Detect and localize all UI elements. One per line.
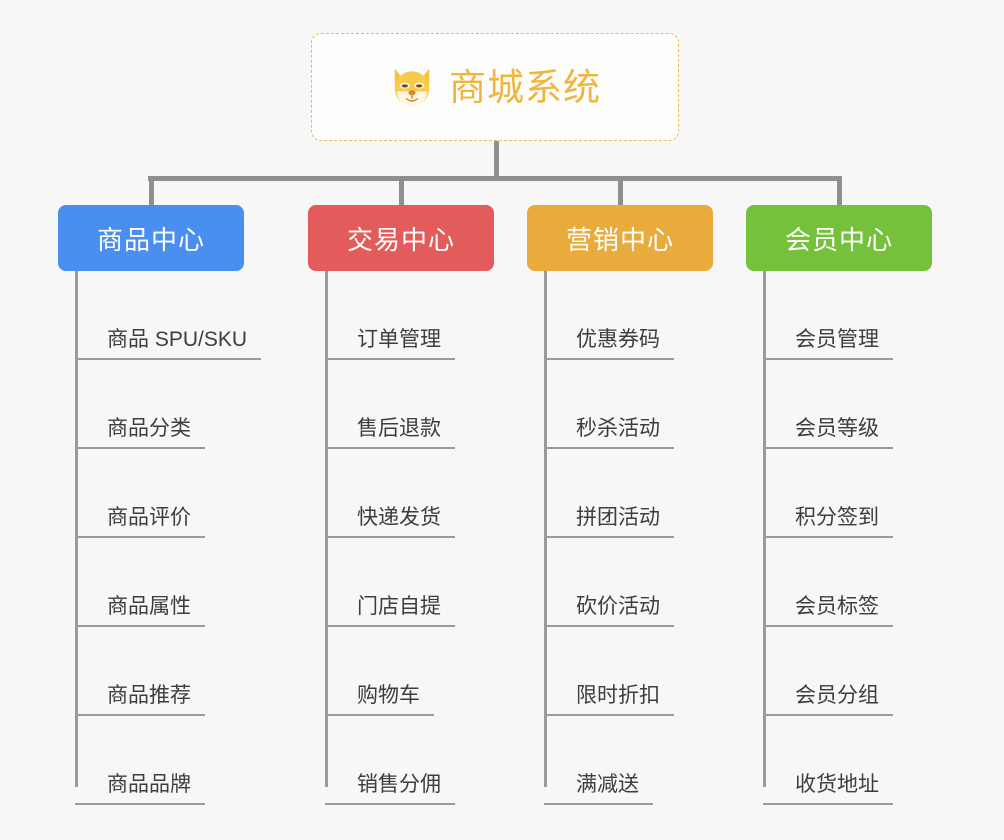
leaf-item[interactable]: 会员标签 (763, 538, 893, 627)
leaf-item[interactable]: 商品推荐 (75, 627, 205, 716)
leaf-label: 售后退款 (325, 417, 455, 449)
leaf-label: 商品 SPU/SKU (75, 328, 262, 360)
leaf-item[interactable]: 快递发货 (325, 449, 455, 538)
root-title: 商城系统 (449, 66, 601, 108)
leaf-label: 订单管理 (325, 328, 455, 360)
category-box-1[interactable]: 商品中心 (58, 205, 244, 271)
leaf-label: 优惠券码 (544, 328, 674, 360)
leaf-label: 满减送 (544, 773, 653, 805)
category-label: 交易中心 (346, 224, 455, 255)
leaf-item[interactable]: 售后退款 (325, 360, 455, 449)
leaf-label: 销售分佣 (325, 773, 455, 805)
leaf-item[interactable]: 会员管理 (763, 271, 893, 360)
leaf-label: 商品评价 (75, 506, 205, 538)
leaf-label: 会员分组 (763, 684, 893, 716)
leaf-label: 收货地址 (763, 773, 893, 805)
category-box-4[interactable]: 会员中心 (746, 205, 932, 271)
connector-drop-4 (837, 176, 842, 208)
leaf-label: 购物车 (325, 684, 434, 716)
leaf-item[interactable]: 商品属性 (75, 538, 205, 627)
leaf-item[interactable]: 收货地址 (763, 716, 893, 805)
leaf-item[interactable]: 商品品牌 (75, 716, 205, 805)
leaf-item[interactable]: 秒杀活动 (544, 360, 674, 449)
leaf-item[interactable]: 订单管理 (325, 271, 455, 360)
leaf-item[interactable]: 门店自提 (325, 538, 455, 627)
connector-root-stem (494, 141, 499, 179)
leaf-spine (325, 271, 328, 787)
leaf-label: 商品分类 (75, 417, 205, 449)
leaf-item[interactable]: 购物车 (325, 627, 434, 716)
leaf-spine (75, 271, 78, 787)
leaf-spine (763, 271, 766, 787)
leaf-item[interactable]: 商品评价 (75, 449, 205, 538)
category-label: 营销中心 (565, 224, 674, 255)
connector-drop-3 (618, 176, 623, 208)
leaf-label: 会员标签 (763, 595, 893, 627)
leaf-label: 商品属性 (75, 595, 205, 627)
dog-face-icon (389, 64, 435, 110)
leaf-label: 会员等级 (763, 417, 893, 449)
connector-horizontal-bar (148, 176, 838, 181)
leaf-label: 会员管理 (763, 328, 893, 360)
leaf-item[interactable]: 积分签到 (763, 449, 893, 538)
leaf-item[interactable]: 优惠券码 (544, 271, 674, 360)
leaf-item[interactable]: 会员分组 (763, 627, 893, 716)
leaf-label: 秒杀活动 (544, 417, 674, 449)
connector-drop-1 (149, 176, 154, 208)
category-label: 会员中心 (784, 224, 893, 255)
leaf-label: 快递发货 (325, 506, 455, 538)
category-box-3[interactable]: 营销中心 (527, 205, 713, 271)
leaf-item[interactable]: 商品 SPU/SKU (75, 271, 262, 360)
leaf-spine (544, 271, 547, 787)
leaf-label: 门店自提 (325, 595, 455, 627)
connector-drop-2 (399, 176, 404, 208)
leaf-item[interactable]: 限时折扣 (544, 627, 674, 716)
leaf-label: 拼团活动 (544, 506, 674, 538)
leaf-label: 商品品牌 (75, 773, 205, 805)
category-label: 商品中心 (96, 224, 205, 255)
root-node[interactable]: 商城系统 (311, 33, 679, 141)
leaf-label: 砍价活动 (544, 595, 674, 627)
leaf-item[interactable]: 满减送 (544, 716, 653, 805)
leaf-item[interactable]: 砍价活动 (544, 538, 674, 627)
leaf-label: 积分签到 (763, 506, 893, 538)
leaf-item[interactable]: 会员等级 (763, 360, 893, 449)
leaf-label: 商品推荐 (75, 684, 205, 716)
leaf-label: 限时折扣 (544, 684, 674, 716)
category-box-2[interactable]: 交易中心 (308, 205, 494, 271)
leaf-item[interactable]: 拼团活动 (544, 449, 674, 538)
leaf-item[interactable]: 商品分类 (75, 360, 205, 449)
leaf-item[interactable]: 销售分佣 (325, 716, 455, 805)
